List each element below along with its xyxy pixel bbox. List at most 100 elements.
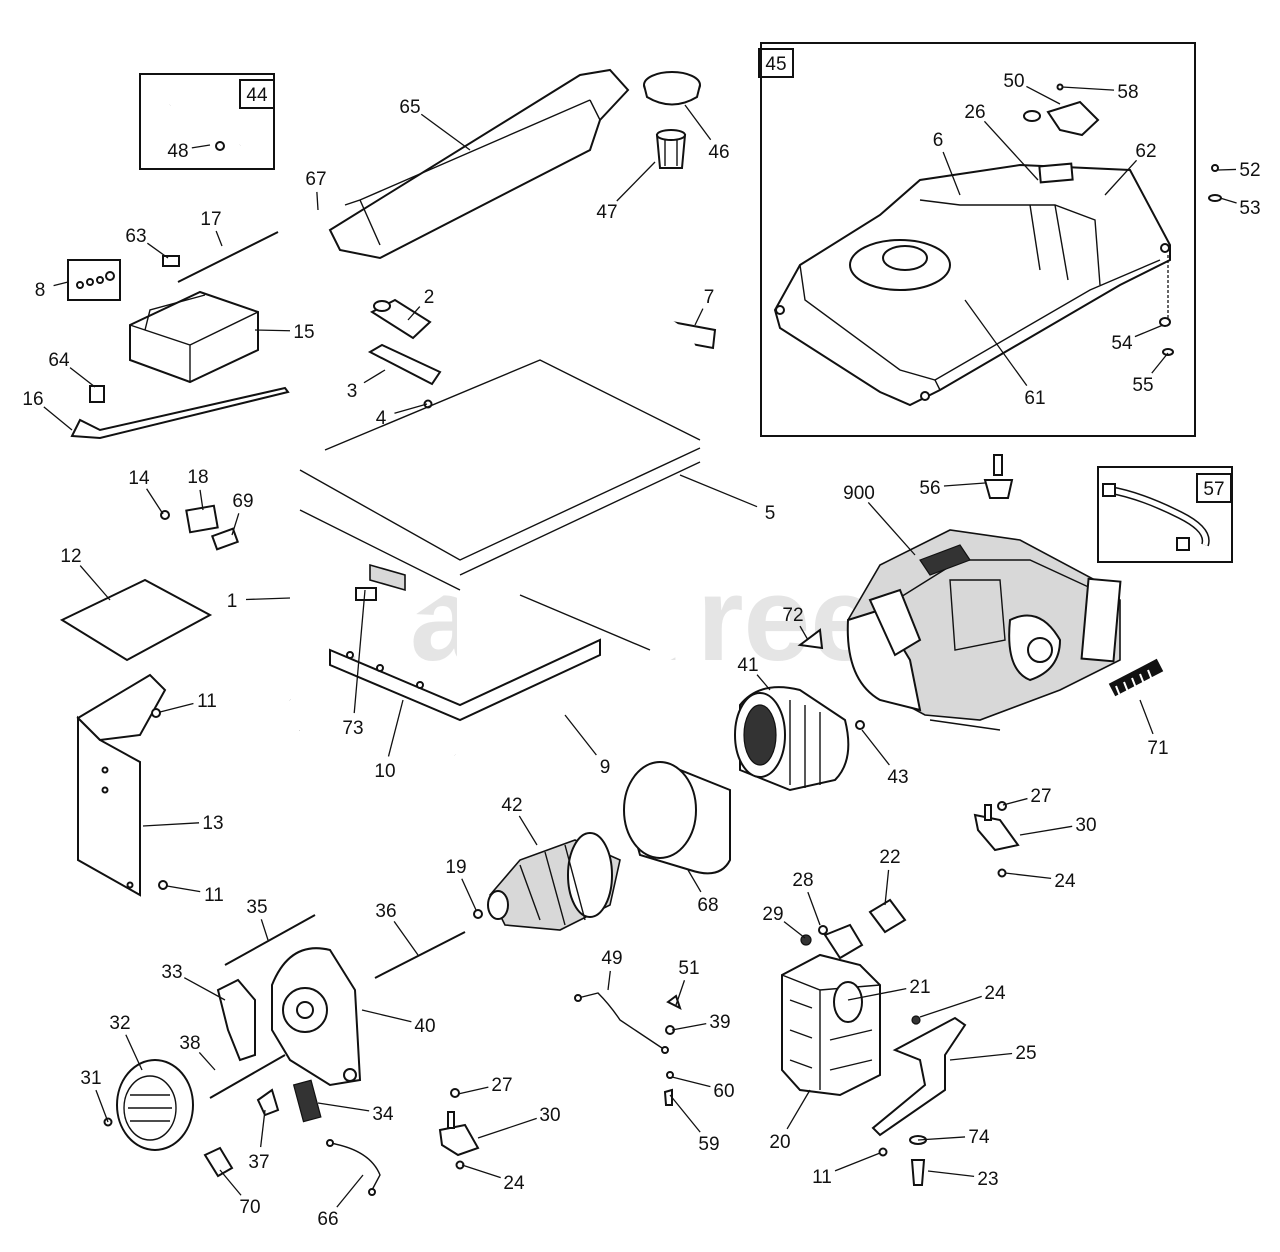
leader-c1 [245, 597, 291, 601]
callout-c40: 40 [414, 1016, 435, 1037]
part-36-bolt [374, 931, 466, 979]
part-30-mount-lower [438, 1111, 480, 1157]
callout-c26: 26 [964, 102, 985, 123]
callout-c58: 58 [1117, 82, 1138, 103]
leader-c59 [669, 1094, 701, 1133]
leader-c56 [943, 482, 986, 487]
leader-c53 [1219, 197, 1237, 204]
leader-c22 [884, 869, 890, 906]
callout-c54: 54 [1111, 333, 1133, 354]
part-21-pipe [823, 923, 864, 960]
part-16-strap [70, 386, 290, 440]
leader-c71 [1139, 699, 1154, 735]
part-66-wire [326, 1139, 381, 1196]
part-22-gasket [868, 898, 907, 934]
leader-c62 [1104, 159, 1138, 196]
part-68-cover [623, 761, 731, 875]
callout-c36: 36 [375, 901, 396, 922]
leader-c68 [687, 869, 702, 893]
callout-c30b: 30 [539, 1105, 560, 1126]
callout-c48: 48 [167, 141, 188, 162]
callout-c71: 71 [1147, 738, 1168, 759]
leader-c55 [1151, 352, 1169, 374]
leader-c69 [231, 513, 240, 536]
callout-c28: 28 [792, 870, 813, 891]
part-11-screw-bottom [878, 1147, 888, 1157]
callout-c6: 6 [933, 130, 944, 151]
part-54-grommet [1159, 317, 1171, 327]
callout-c42: 42 [501, 795, 522, 816]
leader-c28 [807, 891, 821, 926]
leader-c27a [1002, 797, 1028, 806]
leader-c60 [671, 1076, 711, 1088]
part-13-bracket [76, 673, 167, 897]
part-6-fuel-tank [773, 162, 1171, 407]
callout-c11b: 11 [204, 885, 224, 906]
callout-c16: 16 [22, 389, 43, 410]
callout-c1: 1 [227, 591, 238, 612]
callout-box-c45 [758, 48, 794, 78]
leader-c26 [983, 120, 1039, 181]
part-58-screw [1056, 83, 1064, 91]
leader-c900 [867, 502, 916, 556]
leader-c48 [191, 144, 211, 149]
callout-c65: 65 [399, 97, 420, 118]
leader-c47 [616, 161, 656, 202]
part-27-nut-upper [997, 801, 1007, 811]
callout-c12: 12 [60, 546, 81, 567]
part-1-frame [287, 306, 703, 759]
callout-c29: 29 [762, 904, 783, 925]
part-2-handle [369, 298, 432, 340]
callout-c27a: 27 [1030, 786, 1051, 807]
callout-c56: 56 [919, 478, 940, 499]
part-17-rod [177, 231, 279, 283]
callout-c2: 2 [424, 287, 435, 308]
callout-c39: 39 [709, 1012, 730, 1033]
leader-c34 [317, 1102, 370, 1112]
part-52-screw [1211, 164, 1219, 172]
part-49-wire [574, 992, 669, 1054]
callout-c59: 59 [698, 1134, 719, 1155]
part-57-fuel-line [1102, 483, 1210, 551]
leader-c74 [917, 1136, 966, 1141]
callout-c11c: 11 [812, 1167, 832, 1188]
leader-c37 [259, 1109, 266, 1148]
part-35-bolt [224, 914, 316, 966]
callout-c53: 53 [1239, 198, 1260, 219]
inset-box-44 [139, 73, 275, 170]
leader-c35 [260, 919, 269, 941]
leader-c11b [166, 885, 201, 893]
callout-c32: 32 [109, 1013, 130, 1034]
callout-c70: 70 [239, 1197, 260, 1218]
callout-c35: 35 [246, 897, 267, 918]
inset-box-45 [760, 42, 1196, 437]
callout-c45: 45 [765, 54, 786, 75]
leader-c49 [607, 970, 611, 991]
leader-c63 [146, 242, 169, 259]
part-11-screw-upper [151, 708, 161, 718]
callout-c24a: 24 [1054, 871, 1076, 892]
leader-c3 [363, 369, 386, 384]
callout-c19: 19 [445, 857, 466, 878]
leader-c24a [1004, 872, 1052, 880]
part-60-washer [666, 1071, 674, 1079]
callout-c47: 47 [596, 202, 617, 223]
callout-c38: 38 [179, 1033, 200, 1054]
callout-c11a: 11 [197, 691, 217, 712]
leader-c58 [1061, 86, 1115, 91]
callout-c74: 74 [968, 1127, 990, 1148]
part-43-nut [855, 720, 865, 730]
callout-c41: 41 [737, 655, 758, 676]
callout-c44: 44 [246, 85, 268, 106]
part-55-spacer [1162, 348, 1174, 356]
inset-box-57 [1097, 466, 1233, 563]
part-28-nut [818, 925, 828, 935]
callout-c37: 37 [248, 1152, 269, 1173]
part-65-panel-cover [328, 68, 630, 260]
leader-c10 [387, 699, 404, 757]
callout-c43: 43 [887, 767, 908, 788]
part-20-muffler [781, 953, 881, 1097]
part-41-stator [734, 686, 850, 792]
callout-c25: 25 [1015, 1043, 1036, 1064]
leader-c16 [43, 406, 73, 431]
